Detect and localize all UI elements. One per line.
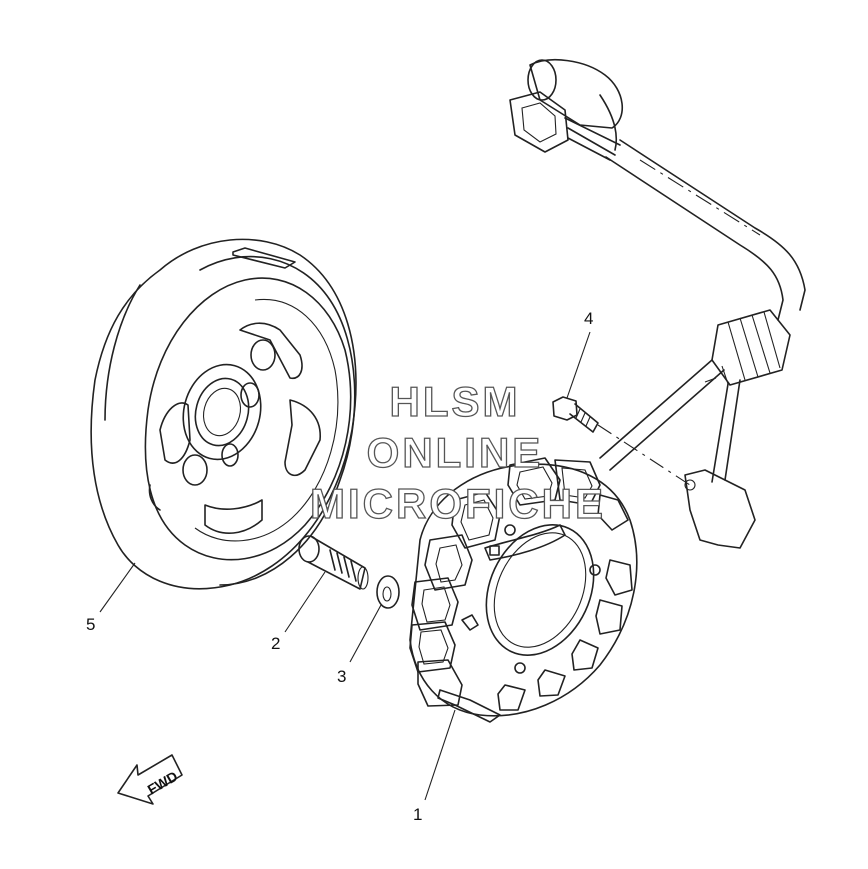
washer <box>376 575 400 609</box>
fwd-direction-arrow: FWD <box>117 754 183 805</box>
callout-4: 4 <box>584 309 593 328</box>
flywheel-rotor <box>90 238 357 590</box>
watermark-line-1: HLSM <box>390 378 521 425</box>
watermark-line-2: ONLINE <box>367 429 544 476</box>
stator <box>409 457 638 723</box>
bolt <box>298 535 369 590</box>
watermark-line-3: MICROFICHE <box>310 480 606 527</box>
callout-1: 1 <box>413 805 422 824</box>
fwd-label: FWD <box>145 768 181 798</box>
callout-labels: 5 2 3 4 1 <box>86 309 593 824</box>
watermark: HLSM ONLINE MICROFICHE <box>309 377 606 527</box>
wire-harness <box>509 59 806 549</box>
callout-leaders <box>99 331 591 801</box>
callout-3: 3 <box>337 667 346 686</box>
screw <box>552 396 599 433</box>
callout-2: 2 <box>271 634 280 653</box>
callout-5: 5 <box>86 615 95 634</box>
stator-poles <box>409 457 633 711</box>
